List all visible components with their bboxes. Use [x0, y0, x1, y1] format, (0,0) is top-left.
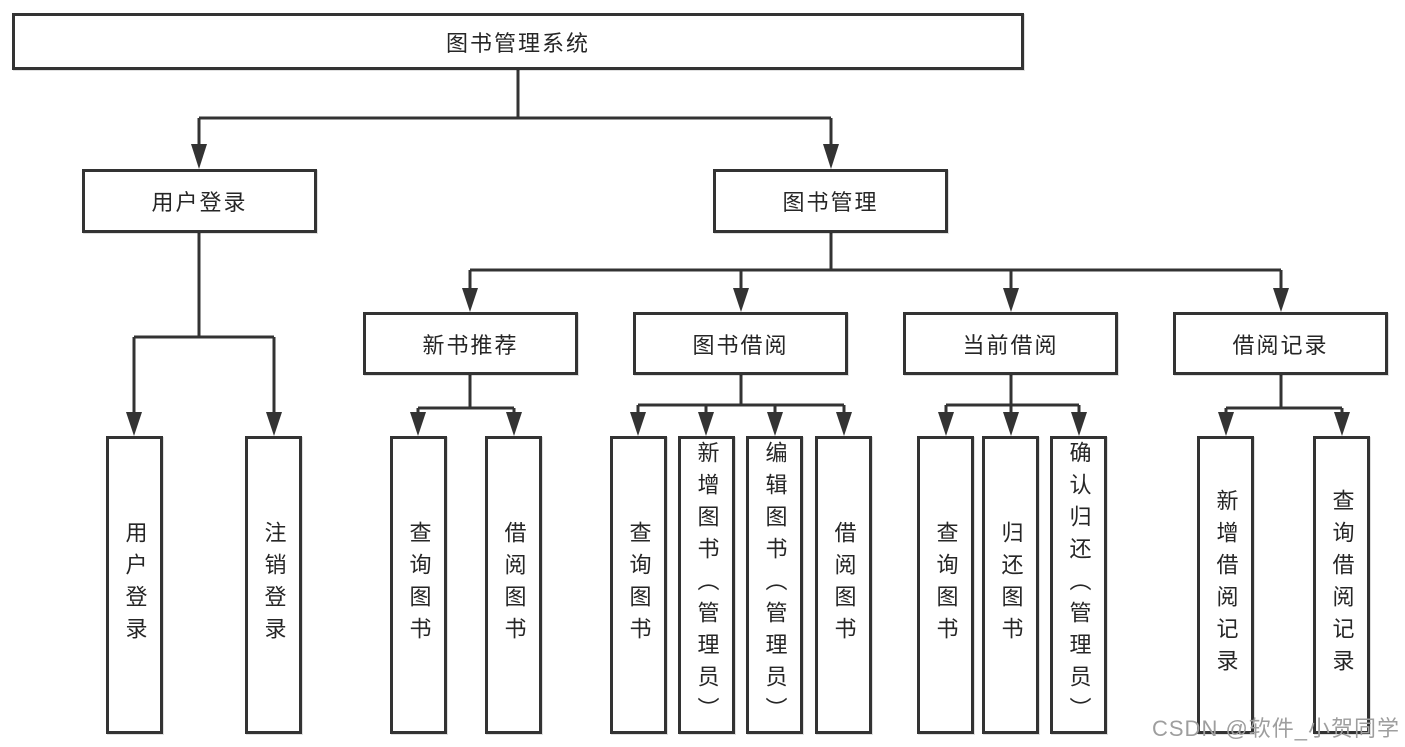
node-library-system: 图书管理系统: [12, 13, 1024, 70]
node-book-management: 图书管理: [713, 169, 948, 233]
leaf-borrow-add-books-admin: 新增图书（管理员）: [678, 436, 735, 734]
node-borrowing-records: 借阅记录: [1173, 312, 1388, 375]
node-label: 查询图书: [406, 521, 432, 649]
node-label: 新增借阅记录: [1213, 489, 1239, 681]
node-label: 确认归还（管理员）: [1066, 441, 1092, 729]
leaf-newbook-query-books: 查询图书: [390, 436, 447, 734]
leaf-current-return-books: 归还图书: [982, 436, 1039, 734]
node-label: 借阅图书: [831, 521, 857, 649]
node-label: 图书管理: [782, 190, 879, 215]
node-label: 查询图书: [626, 521, 652, 649]
node-label: 图书管理系统: [445, 30, 590, 56]
node-label: 注销登录: [261, 521, 287, 649]
leaf-logout-login: 注销登录: [245, 436, 302, 734]
leaf-borrow-edit-books-admin: 编辑图书（管理员）: [746, 436, 803, 734]
node-user-login: 用户登录: [82, 169, 317, 233]
node-current-borrowing: 当前借阅: [903, 312, 1118, 375]
leaf-current-query-books: 查询图书: [917, 436, 974, 734]
leaf-newbook-borrow-books: 借阅图书: [485, 436, 542, 734]
node-label: 查询图书: [933, 521, 959, 649]
leaf-user-login: 用户登录: [106, 436, 163, 734]
node-label: 图书借阅: [692, 332, 789, 358]
node-label: 编辑图书（管理员）: [762, 441, 788, 729]
leaf-current-confirm-return-admin: 确认归还（管理员）: [1050, 436, 1107, 734]
leaf-records-add-record: 新增借阅记录: [1197, 436, 1254, 734]
node-book-borrowing: 图书借阅: [633, 312, 848, 375]
node-label: 查询借阅记录: [1329, 489, 1355, 681]
node-label: 新增图书（管理员）: [694, 441, 720, 729]
node-new-book-recommendation: 新书推荐: [363, 312, 578, 375]
leaf-borrow-query-books: 查询图书: [610, 436, 667, 734]
node-label: 归还图书: [998, 521, 1024, 649]
node-label: 用户登录: [122, 521, 148, 649]
leaf-borrow-borrow-books: 借阅图书: [815, 436, 872, 734]
node-label: 借阅记录: [1232, 332, 1329, 358]
csdn-watermark: CSDN @软件_小贺同学: [1152, 716, 1401, 741]
leaf-records-query-record: 查询借阅记录: [1313, 436, 1370, 734]
node-label: 借阅图书: [501, 521, 527, 649]
node-label: 用户登录: [151, 190, 248, 215]
node-label: 当前借阅: [962, 332, 1059, 358]
node-label: 新书推荐: [422, 332, 519, 358]
